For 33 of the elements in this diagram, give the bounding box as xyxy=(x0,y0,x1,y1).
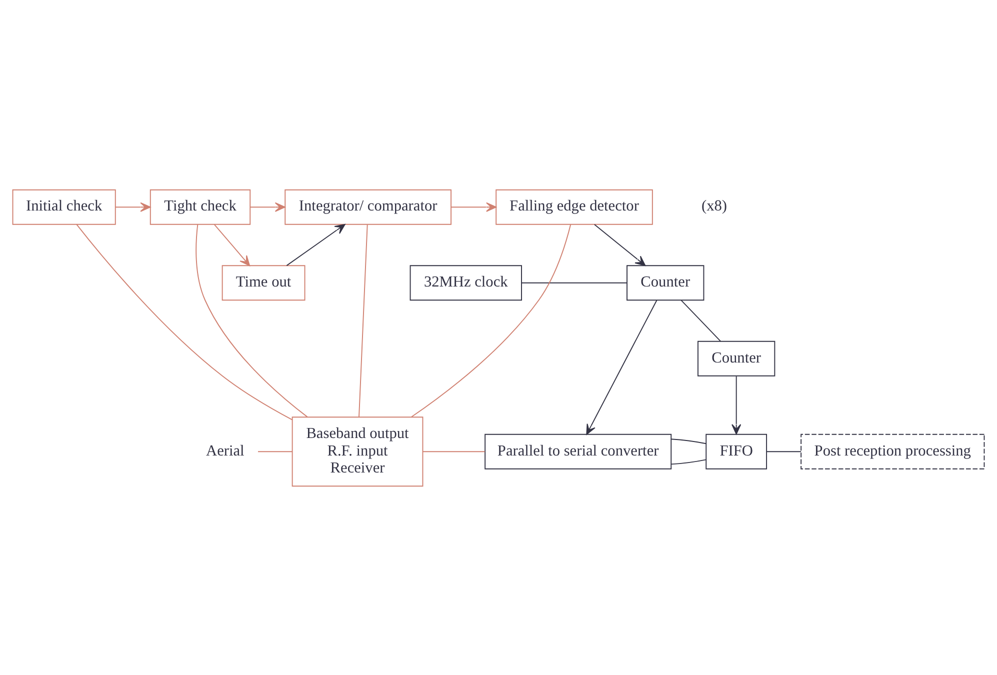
node-box: Post reception processing xyxy=(800,433,985,469)
arrow xyxy=(594,223,646,266)
connector xyxy=(521,282,628,283)
node-box: Integrator/ comparator xyxy=(284,188,452,224)
connector xyxy=(766,450,802,452)
node-box: Time out xyxy=(222,264,306,300)
node-box: Counter xyxy=(698,340,776,376)
node-box: Counter xyxy=(626,264,704,300)
arrow xyxy=(586,299,658,434)
label: (x8) xyxy=(702,197,728,214)
node-box: Tight check xyxy=(150,188,251,224)
node-box: Baseband output R.F. input Receiver xyxy=(292,416,424,486)
node-text: Aerial xyxy=(206,442,244,459)
node-box: Falling edge detector xyxy=(496,188,653,224)
connector xyxy=(76,223,293,420)
connector xyxy=(422,450,486,452)
arrow xyxy=(114,202,151,212)
connector xyxy=(358,224,368,417)
node-box: 32MHz clock xyxy=(410,264,522,300)
arrow xyxy=(286,223,346,266)
arrow xyxy=(214,223,250,266)
connector xyxy=(196,224,308,417)
connector xyxy=(680,299,722,342)
node-box: Parallel to serial converter xyxy=(484,433,672,469)
node-box: FIFO xyxy=(706,433,768,469)
connector xyxy=(670,458,706,464)
arrow xyxy=(450,202,497,212)
connector xyxy=(258,450,293,452)
arrow xyxy=(732,375,742,434)
connector xyxy=(411,224,572,417)
connector xyxy=(670,438,706,444)
arrow xyxy=(250,202,286,212)
node-box: Initial check xyxy=(12,188,116,224)
